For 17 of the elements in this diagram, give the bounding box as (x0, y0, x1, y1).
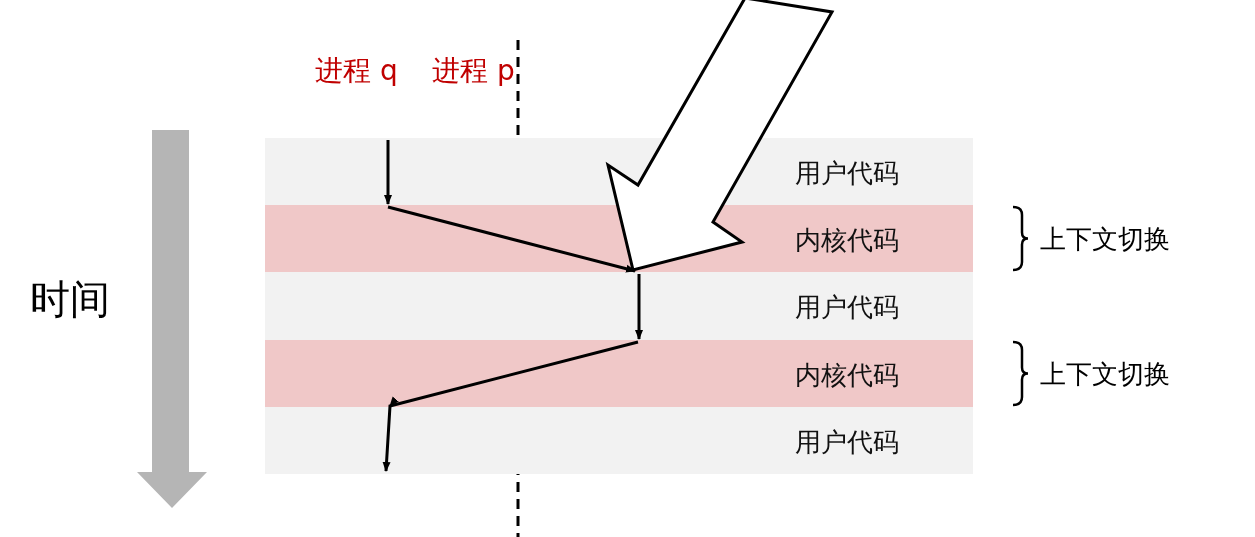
process-label: 进程 q (315, 53, 398, 89)
band-label: 内核代码 (795, 359, 899, 392)
arrow (382, 340, 639, 472)
band-label: 内核代码 (795, 224, 899, 257)
arrow (387, 205, 636, 273)
axis-label: 时间 (30, 275, 110, 324)
process-label: 进程 p (432, 53, 515, 89)
user-band (265, 407, 973, 474)
user-band (265, 272, 973, 340)
arrow (384, 140, 392, 205)
bracket-label: 上下文切换 (1040, 223, 1170, 256)
kernel-band (265, 340, 973, 407)
band-label: 用户代码 (795, 426, 899, 459)
band-label: 用户代码 (795, 157, 899, 190)
band-label: 用户代码 (795, 291, 899, 324)
arrow (635, 274, 643, 340)
bracket-label: 上下文切换 (1040, 358, 1170, 391)
